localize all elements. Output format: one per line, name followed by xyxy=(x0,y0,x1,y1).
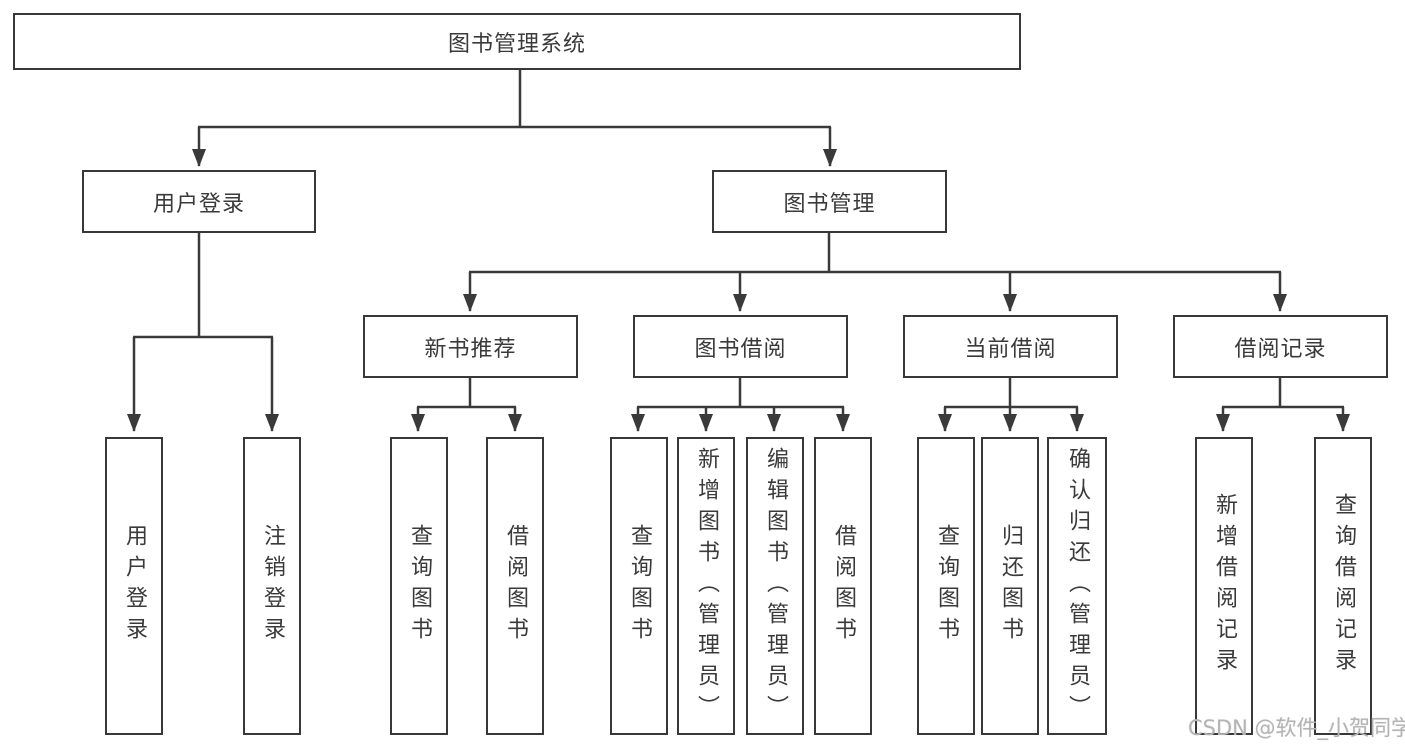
leaf-borrow-borrow-books-label: 借阅图书 xyxy=(831,524,856,648)
node-book-borrow: 图书借阅 xyxy=(633,315,848,378)
leaf-current-confirm-return-admin-label: 确认归还（管理员） xyxy=(1065,446,1090,726)
leaf-records-query-record-label: 查询借阅记录 xyxy=(1331,493,1356,679)
leaf-newrec-borrow-books-label: 借阅图书 xyxy=(503,524,528,648)
node-new-book-recommend: 新书推荐 xyxy=(363,315,578,378)
leaf-borrow-query-books: 查询图书 xyxy=(610,437,668,735)
leaf-user-login-label: 用户登录 xyxy=(122,524,147,648)
leaf-newrec-borrow-books: 借阅图书 xyxy=(486,437,544,735)
node-user-login: 用户登录 xyxy=(82,170,316,233)
leaf-logout-label: 注销登录 xyxy=(260,524,285,648)
leaf-current-query-books: 查询图书 xyxy=(917,437,975,735)
watermark: CSDN @软件_小贺同学 xyxy=(1188,716,1405,740)
leaf-current-query-books-label: 查询图书 xyxy=(934,524,959,648)
leaf-records-add-record: 新增借阅记录 xyxy=(1195,437,1253,735)
node-root-system: 图书管理系统 xyxy=(13,13,1021,70)
leaf-user-login: 用户登录 xyxy=(105,437,163,735)
leaf-borrow-query-books-label: 查询图书 xyxy=(627,524,652,648)
leaf-current-return-books: 归还图书 xyxy=(981,437,1039,735)
leaf-records-query-record: 查询借阅记录 xyxy=(1314,437,1372,735)
leaf-borrow-add-books-admin: 新增图书（管理员） xyxy=(677,437,735,735)
node-book-management: 图书管理 xyxy=(712,170,947,233)
leaf-logout: 注销登录 xyxy=(243,437,301,735)
leaf-records-add-record-label: 新增借阅记录 xyxy=(1212,493,1237,679)
leaf-borrow-edit-books-admin-label: 编辑图书（管理员） xyxy=(763,446,788,726)
leaf-current-return-books-label: 归还图书 xyxy=(998,524,1023,648)
leaf-borrow-edit-books-admin: 编辑图书（管理员） xyxy=(746,437,804,735)
leaf-newrec-query-books-label: 查询图书 xyxy=(407,524,432,648)
leaf-borrow-add-books-admin-label: 新增图书（管理员） xyxy=(694,446,719,726)
node-borrow-records: 借阅记录 xyxy=(1173,315,1388,378)
node-current-borrow: 当前借阅 xyxy=(903,315,1118,378)
leaf-newrec-query-books: 查询图书 xyxy=(390,437,448,735)
leaf-borrow-borrow-books: 借阅图书 xyxy=(814,437,872,735)
leaf-current-confirm-return-admin: 确认归还（管理员） xyxy=(1047,437,1107,735)
